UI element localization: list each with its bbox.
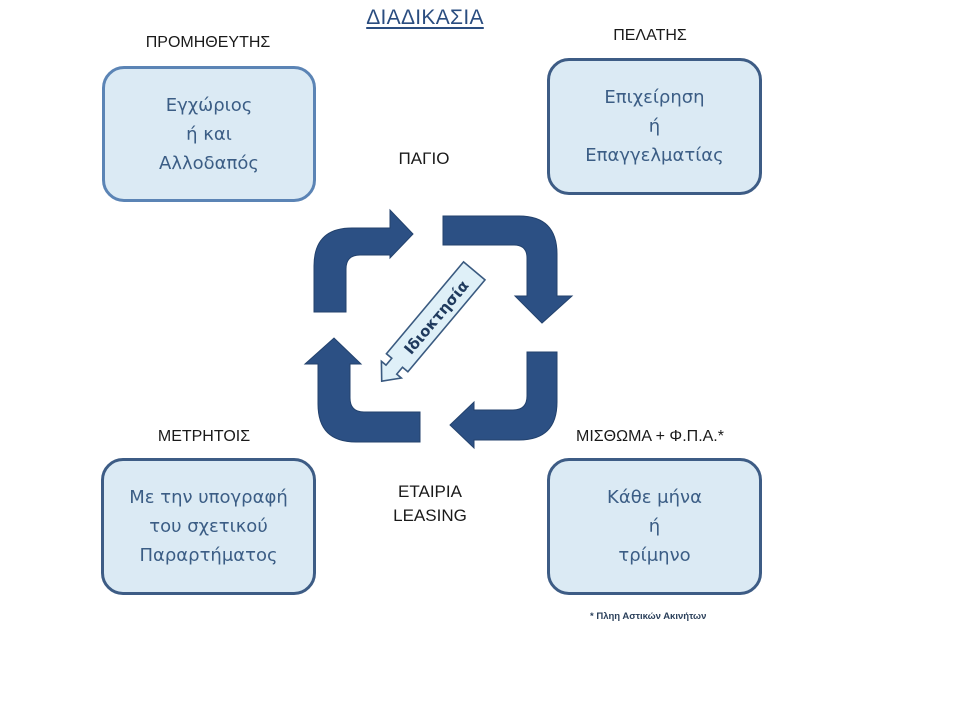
leasing-company-label: ΕΤΑΙΡΙΑ LEASING	[370, 480, 490, 528]
customer-heading: ΠΕΛΑΤΗΣ	[613, 27, 687, 44]
leasing-company-line-2: LEASING	[393, 506, 467, 525]
ownership-arrow: Ιδιοκτησία	[380, 260, 487, 383]
rent-box: Κάθε μήνα ή τρίμηνο	[547, 458, 762, 595]
customer-line-1: Επιχείρηση	[604, 87, 705, 108]
supplier-box: Εγχώριος ή και Αλλοδαπός	[102, 66, 316, 202]
rent-line-2: ή	[648, 516, 661, 537]
page-title: ΔΙΑΔΙΚΑΣΙΑ	[366, 6, 484, 29]
arrow-top-left-icon	[313, 208, 414, 313]
supplier-heading: ΠΡΟΜΗΘΕΥΤΗΣ	[145, 34, 271, 51]
cash-box: Με την υπογραφή του σχετικού Παραρτήματο…	[101, 458, 316, 595]
cash-line-2: του σχετικού	[149, 516, 268, 537]
supplier-line-3: Αλλοδαπός	[159, 152, 259, 174]
cash-heading: ΜΕΤΡΗΤΟΙΣ	[157, 428, 251, 445]
arrow-bottom-right-icon	[449, 351, 558, 450]
asset-label: ΠΑΓΙΟ	[398, 149, 450, 168]
customer-line-2: ή	[648, 116, 661, 137]
customer-box: Επιχείρηση ή Επαγγελματίας	[547, 58, 762, 195]
leasing-company-line-1: ΕΤΑΙΡΙΑ	[398, 482, 462, 501]
supplier-line-2: ή και	[186, 123, 232, 145]
footnote: * Πληη Αστικών Ακινήτων	[590, 611, 707, 622]
rent-line-1: Κάθε μήνα	[607, 487, 702, 508]
ownership-arrow-icon	[380, 260, 487, 383]
arrow-top-right-icon	[442, 215, 574, 324]
customer-line-3: Επαγγελματίας	[585, 145, 724, 166]
rent-line-3: τρίμηνο	[618, 545, 691, 566]
cash-line-3: Παραρτήματος	[139, 545, 278, 566]
cash-line-1: Με την υπογραφή	[129, 487, 288, 508]
arrow-bottom-left-icon	[303, 337, 421, 443]
rent-heading: ΜΙΣΘΩΜΑ + Φ.Π.Α.*	[576, 428, 724, 445]
supplier-line-1: Εγχώριος	[165, 94, 253, 116]
ownership-label: Ιδιοκτησία	[400, 277, 472, 358]
